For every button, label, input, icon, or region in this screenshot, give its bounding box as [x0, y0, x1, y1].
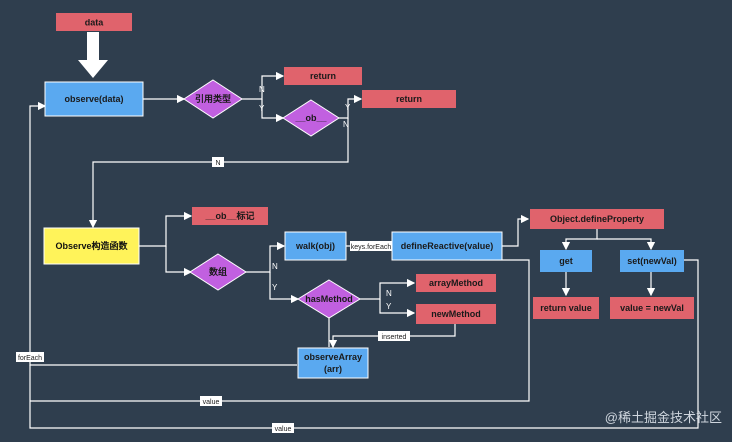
node-observe: observe(data) [44, 81, 144, 117]
edge-array-hasmethod [269, 272, 300, 304]
node-return-1: return [284, 67, 362, 85]
edge-observer-mark [139, 211, 193, 247]
svg-text:keys.forEach: keys.forEach [351, 244, 392, 251]
svg-text:N: N [343, 120, 349, 129]
edge-label-keys-foreach: keys.forEach [350, 241, 392, 251]
edge-label-n-ob: N [212, 157, 224, 167]
node-value-assign: value = newVal [610, 297, 694, 319]
svg-text:数组: 数组 [209, 266, 227, 277]
svg-text:N: N [259, 85, 265, 94]
svg-text:return: return [396, 94, 422, 104]
node-set: set(newVal) [620, 250, 684, 272]
node-ob-check: __ob__ [282, 99, 340, 137]
edge-array-walk [245, 241, 286, 273]
node-return-2: return [362, 90, 456, 108]
svg-text:forEach: forEach [18, 355, 42, 362]
svg-text:arrayMethod: arrayMethod [429, 278, 483, 288]
edge-set-value-loop [29, 259, 699, 429]
node-walk: walk(obj) [284, 231, 347, 261]
node-ref-type: 引用类型 [183, 79, 243, 119]
svg-text:Y: Y [386, 302, 392, 311]
watermark: @稀土掘金技术社区 [605, 410, 722, 425]
edge-property-set [597, 238, 656, 251]
svg-text:N: N [386, 289, 392, 298]
branch-labels: N Y Y N N Y N Y [259, 85, 392, 311]
svg-text:Y: Y [259, 104, 265, 113]
svg-text:hasMethod: hasMethod [305, 294, 353, 304]
svg-text:__ob__: __ob__ [294, 113, 327, 123]
edge-observer-array [165, 246, 193, 277]
svg-text:inserted: inserted [382, 334, 407, 341]
edge-label-inserted: inserted [378, 331, 410, 341]
node-array-check: 数组 [189, 253, 247, 291]
svg-text:Observe构造函数: Observe构造函数 [55, 240, 128, 251]
observe-array-line1: observeArray [304, 352, 362, 362]
edge-observearray-observe [29, 101, 297, 366]
svg-text:N: N [272, 262, 278, 271]
svg-text:Y: Y [345, 103, 351, 112]
svg-text:Y: Y [272, 283, 278, 292]
svg-text:observe(data): observe(data) [64, 94, 123, 104]
svg-text:value: value [275, 426, 292, 433]
node-observer-ctor: Observe构造函数 [43, 227, 140, 265]
svg-text:newMethod: newMethod [431, 309, 481, 319]
edge-define-property [502, 214, 530, 247]
svg-text:return value: return value [540, 303, 592, 313]
edge-label-value-2: value [272, 423, 294, 433]
svg-text:return: return [310, 71, 336, 81]
svg-text:set(newVal): set(newVal) [627, 256, 677, 266]
svg-text:walk(obj): walk(obj) [295, 241, 335, 251]
edge-property-get [561, 229, 598, 251]
observe-array-line2: (arr) [324, 364, 342, 374]
node-define-reactive: defineReactive(value) [391, 231, 503, 261]
edge-hasmethod-arraymethod [359, 278, 416, 300]
edge-label-value-1: value [200, 396, 222, 406]
edge-ob-return [338, 94, 363, 119]
svg-text:data: data [85, 18, 105, 28]
node-define-property: Object.defineProperty [530, 209, 664, 229]
node-return-value: return value [533, 297, 599, 319]
edge-reftype-ob [261, 99, 285, 123]
svg-text:引用类型: 引用类型 [195, 93, 231, 104]
edge-label-foreach: forEach [16, 352, 44, 362]
svg-text:value = newVal: value = newVal [620, 303, 684, 313]
down-arrow-icon [78, 32, 108, 78]
node-data: data [56, 13, 132, 31]
node-get: get [540, 250, 592, 272]
svg-text:value: value [203, 399, 220, 406]
node-observe-array: observeArray (arr) [297, 347, 369, 379]
edge-reftype-return [240, 71, 285, 100]
node-has-method: hasMethod [297, 279, 361, 319]
svg-text:defineReactive(value): defineReactive(value) [401, 241, 494, 251]
svg-text:get: get [559, 256, 573, 266]
edge-hasmethod-newmethod [379, 299, 416, 318]
node-new-method: newMethod [416, 304, 496, 324]
node-ob-mark: __ob__标记 [192, 207, 268, 225]
svg-text:N: N [215, 160, 220, 167]
svg-text:Object.defineProperty: Object.defineProperty [550, 214, 644, 224]
svg-text:__ob__标记: __ob__标记 [204, 210, 254, 221]
node-array-method: arrayMethod [416, 274, 496, 292]
